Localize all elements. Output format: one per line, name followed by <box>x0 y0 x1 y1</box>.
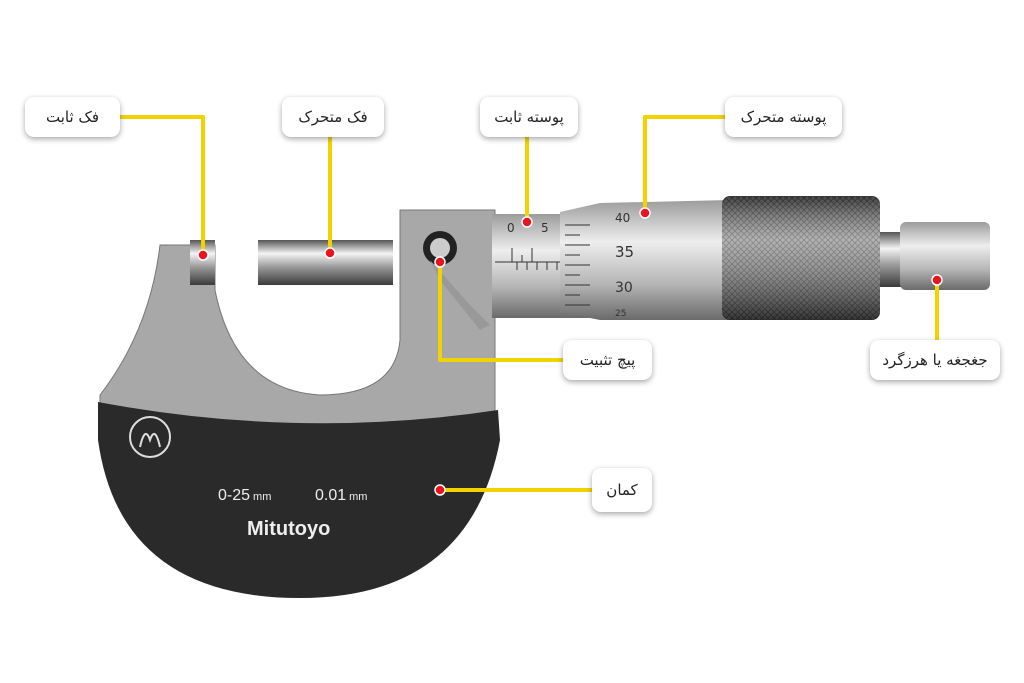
ratchet <box>880 232 902 287</box>
sleeve-scale-0: 0 <box>507 221 515 235</box>
label-sleeve: پوسته ثابت <box>480 97 578 137</box>
thimble-scale-40: 40 <box>615 211 630 225</box>
lock-screw-head <box>430 238 450 258</box>
label-moving-jaw: فک متحرک <box>282 97 384 137</box>
logo-mark <box>139 432 161 448</box>
thimble-scale-35: 35 <box>615 243 634 261</box>
ratchet-cap <box>900 222 990 290</box>
frame-black-guard <box>98 402 500 598</box>
thimble-scale-25: 25 <box>615 309 626 319</box>
thimble <box>560 200 730 320</box>
leader-lines <box>118 115 939 492</box>
brand-logo: Mitutoyo <box>247 518 330 540</box>
label-lock-screw: پیچ تثبیت <box>563 340 652 380</box>
logo-icon <box>129 416 171 458</box>
thimble-ticks <box>565 224 590 306</box>
label-ratchet: جغجغه یا هرزگرد <box>870 340 1000 380</box>
marker-dots <box>197 207 943 496</box>
spindle <box>258 240 393 285</box>
lock-lever <box>430 260 490 330</box>
sleeve-scale-5: 5 <box>541 221 549 235</box>
sleeve-ticks <box>511 248 558 270</box>
label-frame: کمان <box>592 468 652 512</box>
thimble-scale-30: 30 <box>615 280 633 296</box>
knurl-shade <box>722 196 880 320</box>
label-fixed-jaw: فک ثابت <box>25 97 120 137</box>
label-thimble: پوسته متحرک <box>725 97 842 137</box>
